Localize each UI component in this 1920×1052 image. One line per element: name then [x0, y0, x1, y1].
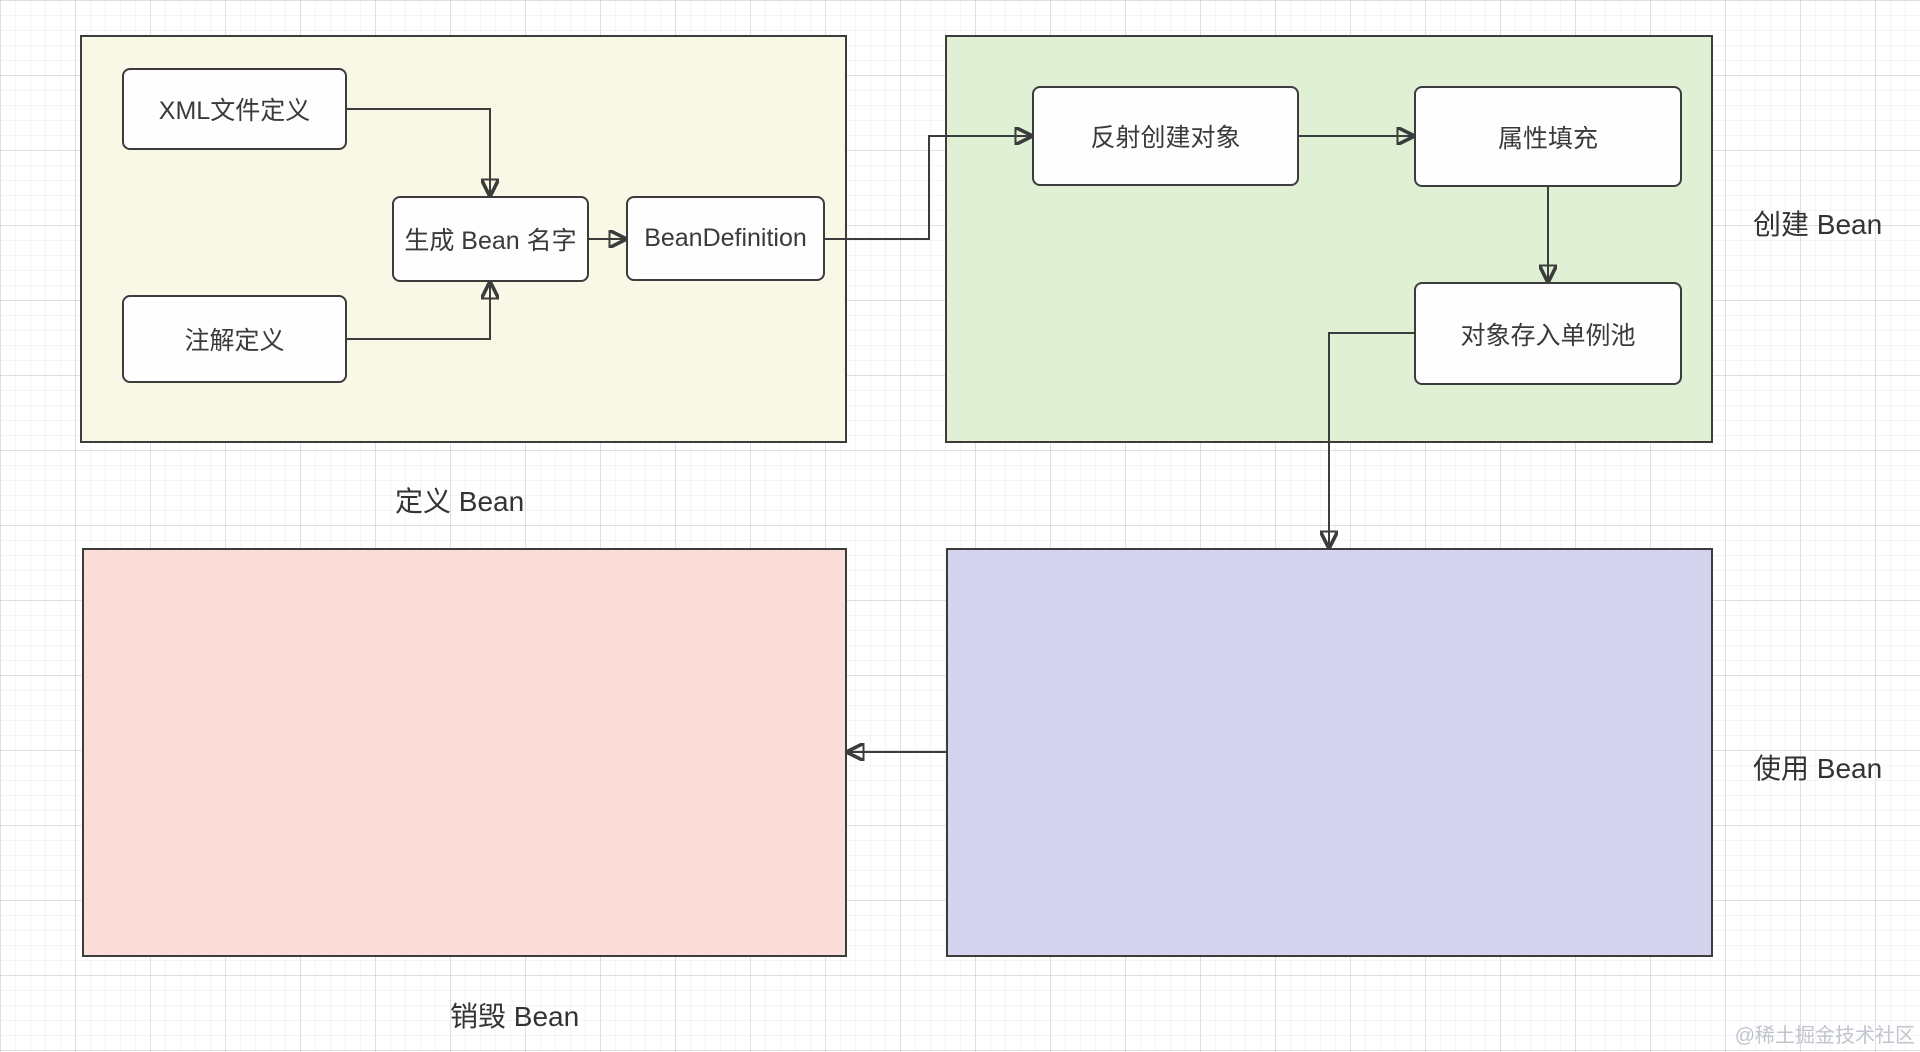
node-annotation-define: 注解定义	[122, 295, 347, 383]
label-use-bean: 使用 Bean	[1753, 753, 1883, 784]
node-xml-define: XML文件定义	[122, 68, 347, 150]
watermark: @稀土掘金技术社区	[1734, 1025, 1915, 1047]
label-define-bean: 定义 Bean	[395, 486, 525, 517]
label-destroy-bean: 销毁 Bean	[450, 1001, 580, 1032]
node-property-fill: 属性填充	[1414, 86, 1682, 187]
label-create-bean: 创建 Bean	[1753, 209, 1883, 240]
group-destroy-bean	[82, 548, 847, 957]
node-store-singleton-pool: 对象存入单例池	[1414, 282, 1682, 385]
node-bean-definition: BeanDefinition	[626, 196, 825, 281]
node-reflect-create-object: 反射创建对象	[1032, 86, 1299, 186]
group-use-bean	[946, 548, 1713, 957]
node-generate-bean-name: 生成 Bean 名字	[392, 196, 589, 282]
